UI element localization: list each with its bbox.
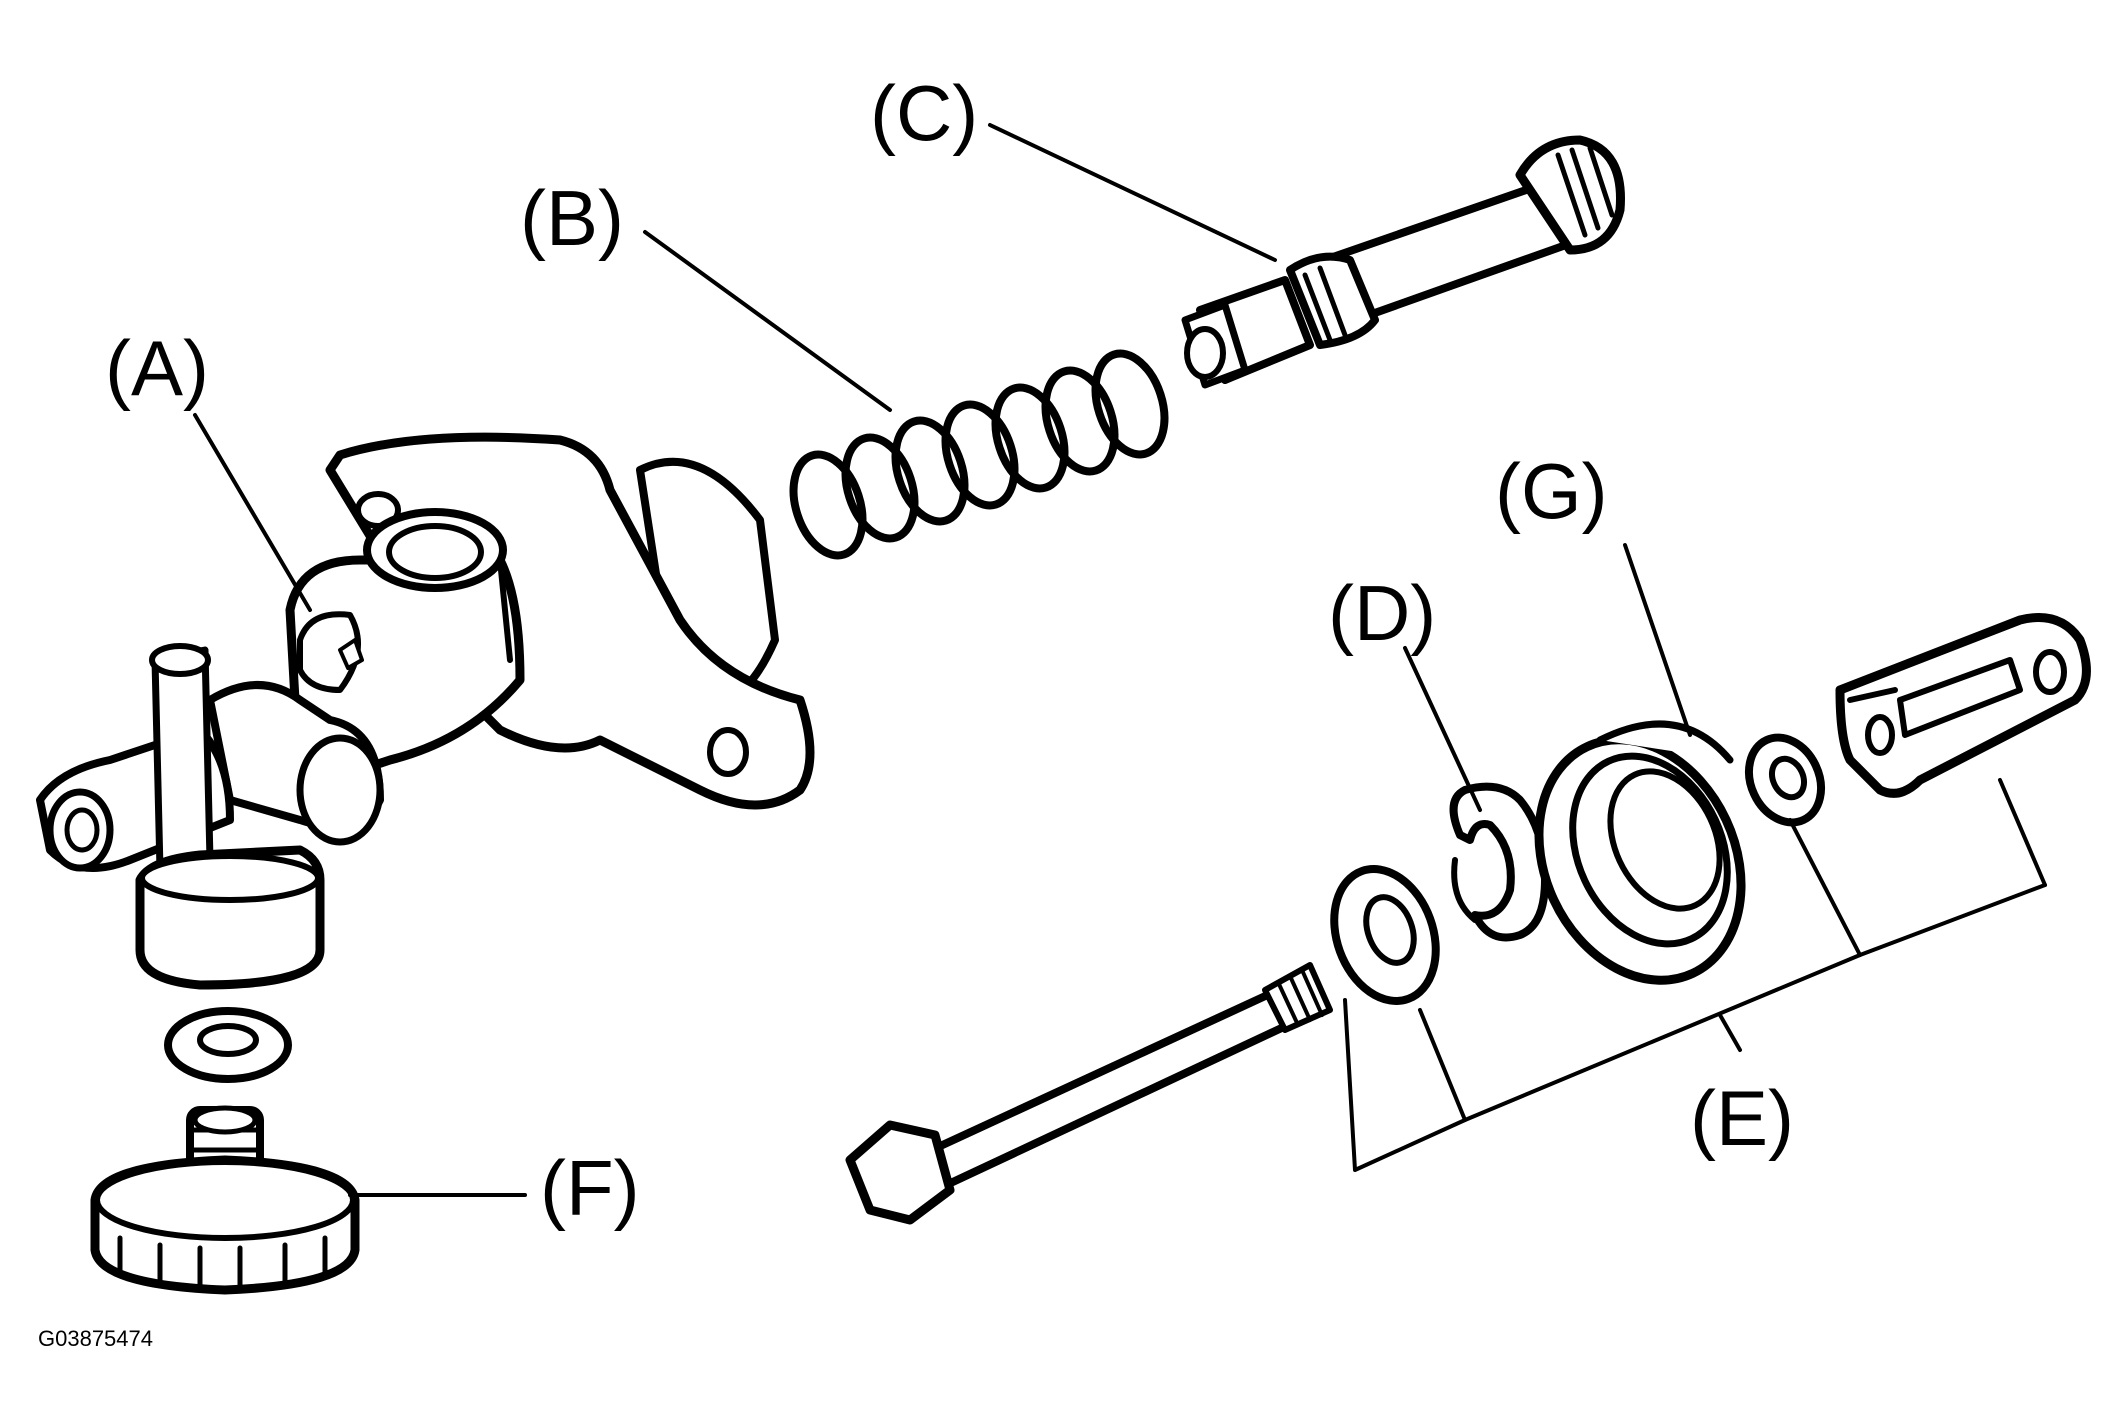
part-b-return-spring	[789, 349, 1169, 560]
part-c-piston	[1181, 135, 1625, 389]
part-f-bleeder-fitting	[90, 1007, 360, 1295]
callout-c: (C)	[870, 69, 978, 157]
part-e-washer	[1330, 865, 1440, 1005]
callout-f: (F)	[540, 1144, 640, 1232]
part-d-retaining-clip	[1449, 782, 1549, 942]
callout-g: (G)	[1495, 447, 1608, 535]
leader-lines	[193, 123, 2047, 1197]
callout-d: (D)	[1328, 569, 1436, 657]
part-e-push-rod	[845, 962, 1333, 1225]
callout-e: (E)	[1690, 1074, 1794, 1162]
figure-id-code: G03875474	[38, 1326, 153, 1351]
part-e-nut	[1745, 733, 1825, 827]
part-a-cylinder-body	[36, 432, 815, 990]
part-g-dust-seal	[1534, 720, 1746, 985]
callout-a: (A)	[105, 324, 209, 412]
callout-b: (B)	[520, 174, 624, 262]
part-e-clevis	[1835, 613, 2091, 798]
